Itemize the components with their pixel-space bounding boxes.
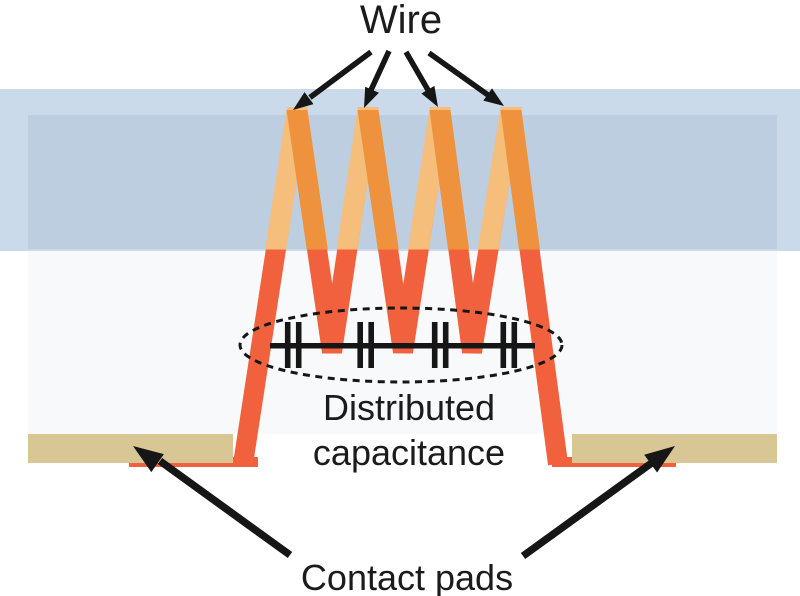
contact-pad-right xyxy=(572,434,777,463)
distributed-capacitance-ellipse xyxy=(238,306,564,384)
capacitor-1-plate-right xyxy=(295,322,302,368)
capacitor-2-plate-right xyxy=(368,322,374,368)
wire-label: Wire xyxy=(359,0,443,42)
contact-arrow-right-head xyxy=(644,446,675,473)
contact-arrow-left-head xyxy=(133,446,164,473)
wire-downstroke-1 xyxy=(286,110,328,250)
contact-pad-left xyxy=(28,434,233,463)
wire-pointer-arrows xyxy=(293,49,504,110)
wire-arrow-4-shaft xyxy=(427,50,490,98)
distributed-capacitance-label-line1: Distributed xyxy=(322,387,496,428)
contact-arrow-right-shaft xyxy=(520,458,656,560)
contact-pads-label: Contact pads xyxy=(300,557,514,596)
capacitor-2-plate-left xyxy=(357,322,363,368)
distributed-capacitance-label: Distributed capacitance xyxy=(313,385,505,475)
wire-zigzag-upper xyxy=(265,107,541,250)
distributed-capacitance-label-line2: capacitance xyxy=(312,432,506,473)
wire-arrow-2-head xyxy=(364,86,379,108)
wire-arrow-2-shaft xyxy=(368,49,392,92)
capacitor-4-plate-left xyxy=(500,322,507,368)
capacitor-bus-line xyxy=(270,343,535,349)
contact-arrow-left-shaft xyxy=(157,457,293,559)
wire-arrow-1-head xyxy=(293,92,314,110)
wire-arrow-4-head xyxy=(483,88,504,106)
wire-downstroke-3 xyxy=(429,110,470,250)
wire-arrow-3-head xyxy=(421,85,438,107)
wire-downstroke-4 xyxy=(500,110,541,250)
wire-arrow-3-shaft xyxy=(403,50,431,92)
wire-downstroke-2 xyxy=(357,110,399,250)
capacitor-3-plate-left xyxy=(431,322,438,368)
capacitor-3-plate-right xyxy=(442,322,449,368)
capacitor-4-plate-right xyxy=(511,322,518,368)
wire-arrow-1-shaft xyxy=(308,49,373,100)
contact-pad-pointer-arrows xyxy=(133,446,675,560)
capacitor-1-plate-left xyxy=(284,322,291,368)
top-layer-band-inner xyxy=(28,115,777,249)
capacitor-chain xyxy=(270,322,535,368)
